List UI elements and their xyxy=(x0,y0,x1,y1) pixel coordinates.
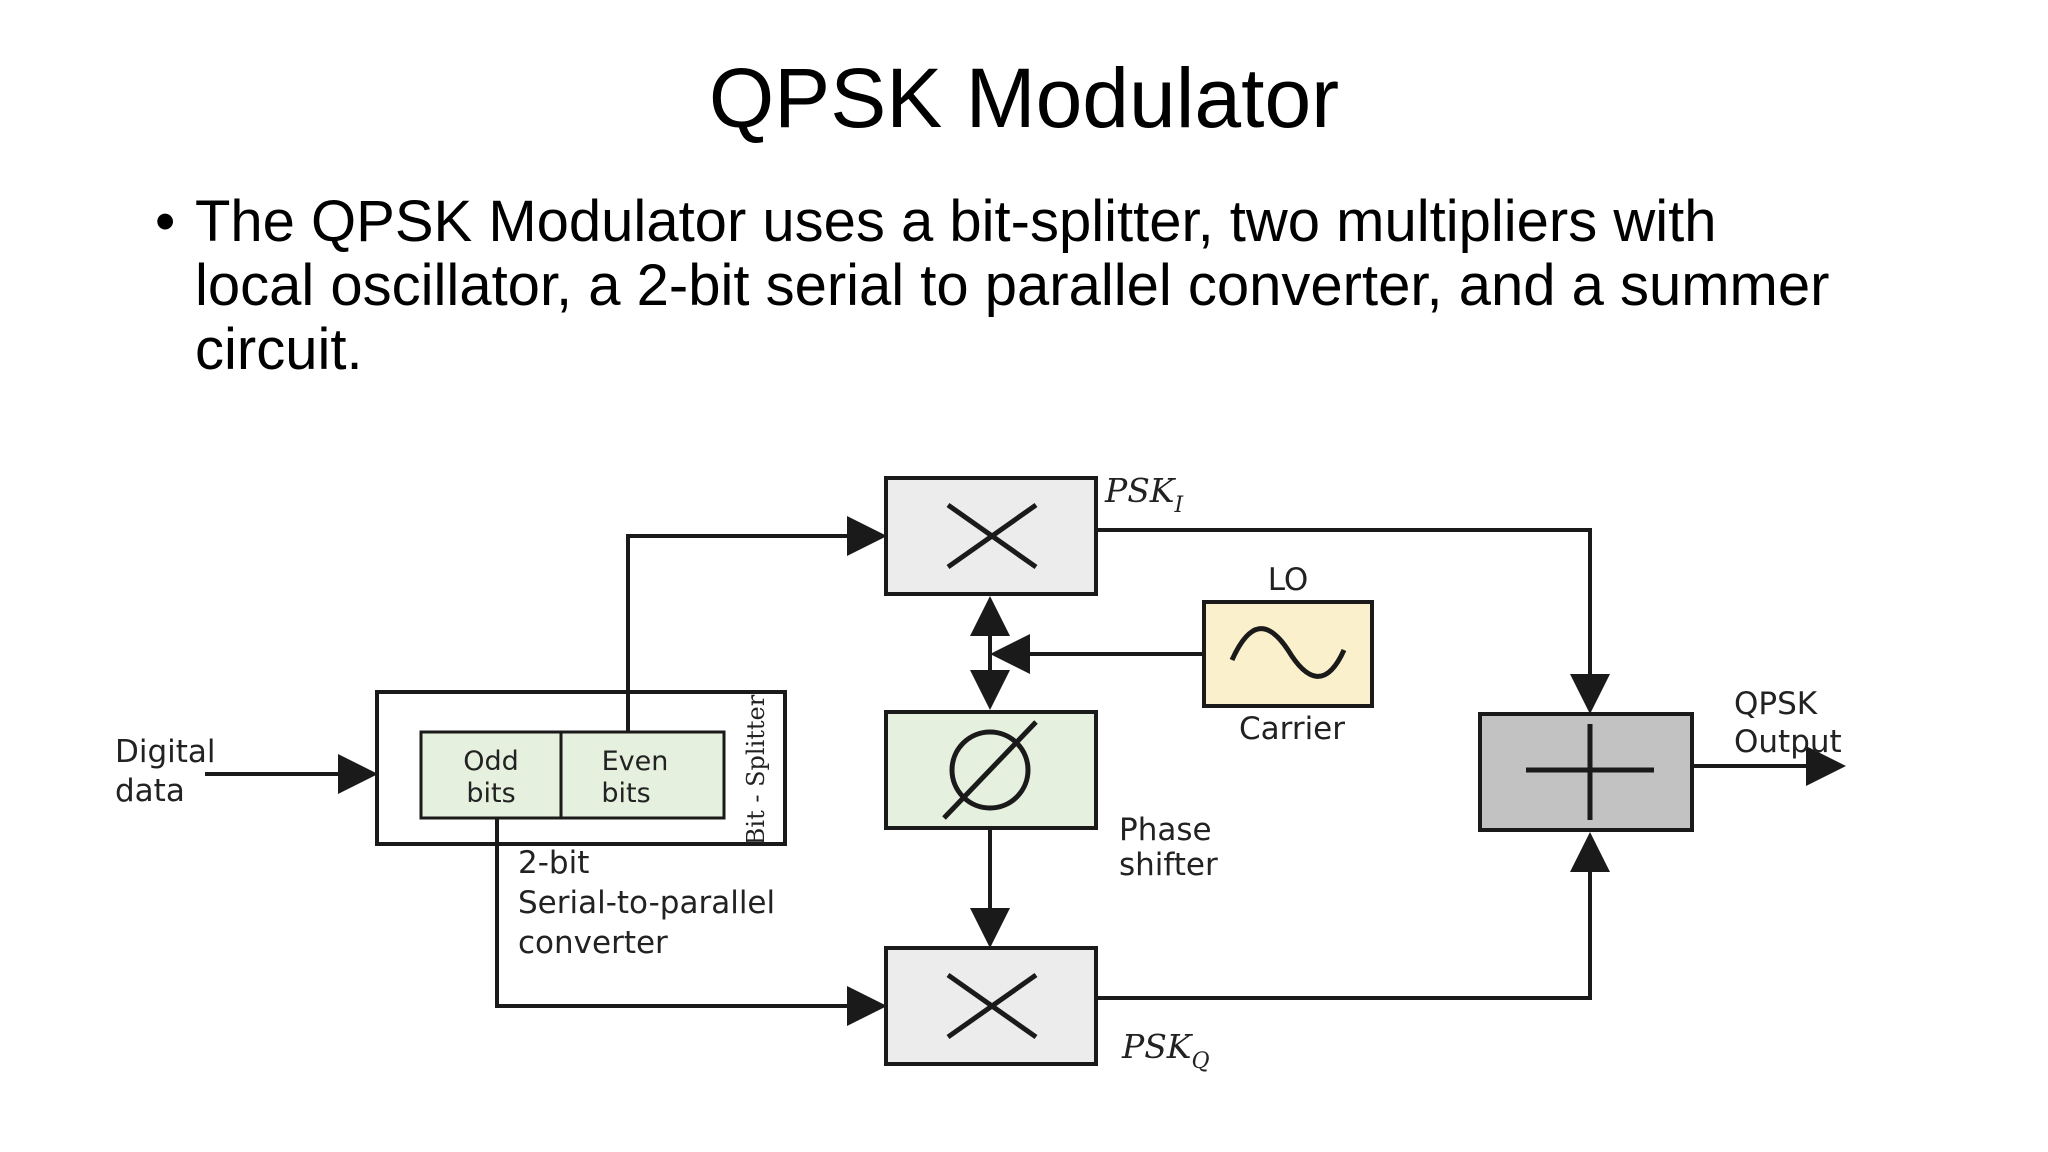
bit-splitter-vertical-label: Bit - Splitter xyxy=(742,694,770,845)
odd-to-mixer-q-arrow xyxy=(495,818,887,1026)
plus-icon xyxy=(1526,724,1654,820)
output-label-line-2: Output xyxy=(1734,724,1842,760)
mixer-i-to-summer-arrow xyxy=(1096,528,1610,714)
psk-i-text: PSK xyxy=(1104,471,1177,510)
converter-label-line-2: Serial-to-parallel xyxy=(518,885,775,921)
psk-q-text: PSK xyxy=(1121,1027,1194,1066)
even-bits-label-line-1: Even xyxy=(602,746,669,777)
converter-label-line-1: 2-bit xyxy=(518,845,589,881)
even-bits-box xyxy=(559,730,726,820)
mixer-q-to-summer-arrow xyxy=(1096,832,1610,1000)
sine-wave-icon xyxy=(1229,626,1347,679)
even-to-mixer-i-arrow xyxy=(626,516,887,732)
lo-top-label: LO xyxy=(1268,562,1309,598)
input-label-line-2: data xyxy=(115,773,185,809)
slide-title: QPSK Modulator xyxy=(708,51,1340,145)
lo-bottom-label: Carrier xyxy=(1239,711,1345,747)
bullet-item: • The QPSK Modulator uses a bit-splitter… xyxy=(155,190,1915,382)
multiply-icon xyxy=(946,972,1038,1040)
even-bits-label-line-2: bits xyxy=(601,778,650,809)
psk-q-subscript: Q xyxy=(1191,1049,1209,1074)
bullet-line-3: circuit. xyxy=(195,317,363,382)
input-label-line-1: Digital xyxy=(115,734,216,770)
phase-shifter-label-line-1: Phase xyxy=(1119,812,1212,848)
psk-q-label: PSKQ xyxy=(1121,1027,1210,1074)
psk-i-subscript: I xyxy=(1173,493,1184,518)
odd-bits-label-line-2: bits xyxy=(466,778,515,809)
output-label-line-1: QPSK xyxy=(1734,686,1818,722)
bullet-line-1: The QPSK Modulator uses a bit-splitter, … xyxy=(195,189,1717,254)
bullet-list: • The QPSK Modulator uses a bit-splitter… xyxy=(155,190,1915,382)
empty-set-icon xyxy=(942,720,1038,820)
odd-bits-box xyxy=(419,730,563,820)
converter-label-line-3: converter xyxy=(518,925,668,961)
phase-shifter-label-line-2: shifter xyxy=(1119,847,1218,883)
bullet-line-2: local oscillator, a 2-bit serial to para… xyxy=(195,253,1830,318)
psk-i-label: PSKI xyxy=(1104,471,1184,518)
multiply-icon xyxy=(946,502,1038,570)
bullet-dot-icon: • xyxy=(155,189,176,254)
odd-bits-label-line-1: Odd xyxy=(463,746,519,777)
